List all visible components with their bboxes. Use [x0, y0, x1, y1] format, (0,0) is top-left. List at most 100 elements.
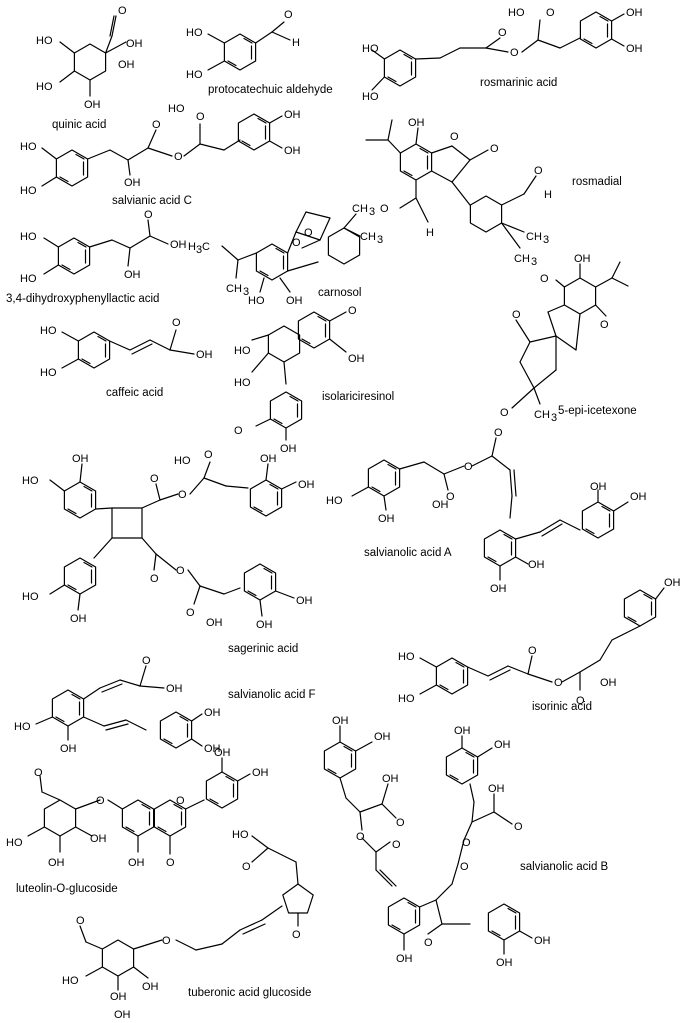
atom-label: HO [362, 91, 379, 103]
atom-label: O [150, 573, 159, 585]
compound-name-label: salvianolic acid B [520, 861, 609, 873]
atom-label: HO [234, 345, 251, 357]
atom-label: OH [196, 349, 213, 361]
atom-subscript: 3 [196, 244, 202, 256]
compound-name-label: caffeic acid [106, 387, 163, 399]
atom-label: O [172, 317, 181, 329]
structure-salvianolic-acid-b: OH OH OH O O O OH O O O OH OH OH O OH OH… [323, 715, 609, 969]
atom-label: CH [226, 283, 242, 295]
atom-label: H [188, 241, 196, 253]
atom-label: O [304, 227, 313, 239]
atom-label: OH [204, 743, 221, 755]
atom-label: O [234, 425, 243, 437]
atom-subscript: 3 [377, 234, 383, 246]
atom-label: O [356, 831, 365, 843]
atom-label: OH [408, 117, 425, 129]
atom-label: O [176, 565, 185, 577]
atom-label: OH [260, 453, 277, 465]
atom-label: O [554, 677, 563, 689]
atom-label: OH [48, 857, 65, 869]
atom-label: OH [494, 739, 511, 751]
atom-label: HO [62, 975, 79, 987]
atom-label: OH [496, 957, 513, 969]
structure-carnosol: H 3 C CH 3 HO OH O O CH 3 CH 3 carnosol [188, 203, 383, 307]
atom-label: OH [252, 767, 269, 779]
structure-salvianic-acid-c: HO HO OH O O HO O OH OH salvianic acid C [20, 103, 301, 207]
atom-label: HO [20, 273, 37, 285]
atom-label: O [144, 209, 153, 221]
atom-label: O [396, 817, 405, 829]
atom-label: O [242, 861, 251, 873]
atom-subscript: 3 [531, 256, 537, 268]
atom-label: CH [352, 203, 368, 215]
atom-label: OH [528, 559, 545, 571]
atom-label: OH [126, 38, 143, 50]
compound-name-label: salvianolic acid A [364, 547, 452, 559]
compound-name-label: rosmarinic acid [480, 77, 557, 89]
atom-label: OH [128, 857, 145, 869]
atom-label: O [162, 935, 171, 947]
atom-label: O [462, 837, 471, 849]
compound-name-label: quinic acid [52, 119, 106, 131]
atom-label: HO [174, 455, 191, 467]
atom-label: HO [22, 475, 39, 487]
atom-label: O [490, 143, 499, 155]
atom-label: OH [84, 99, 101, 111]
structure-caffeic-acid: HO HO O OH caffeic acid [40, 317, 213, 399]
atom-label: O [514, 821, 523, 833]
atom-label: HO [20, 185, 37, 197]
atom-label: OH [72, 453, 89, 465]
atom-label: O [600, 319, 609, 331]
atom-label: OH [664, 577, 681, 589]
structure-luteolin-o-glucoside: O HO OH OH O OH O O OH OH luteolin-O-glu… [6, 747, 269, 895]
atom-label: OH [574, 253, 591, 265]
atom-label: OH [204, 707, 221, 719]
atom-label: HO [6, 837, 23, 849]
atom-label: O [380, 203, 389, 215]
compound-name-label: isorinic acid [532, 701, 592, 713]
atom-label: OH [118, 59, 135, 71]
atom-label: O [186, 607, 195, 619]
atom-label: OH [296, 595, 313, 607]
atom-label: OH [378, 513, 395, 525]
atom-label: CH [514, 253, 530, 265]
atom-label: CH [526, 231, 542, 243]
atom-label: O [528, 645, 537, 657]
atom-label: OH [348, 353, 365, 365]
atom-label: OH [590, 481, 607, 493]
atom-label: HO [248, 295, 265, 307]
structure-sagerinic-acid: HO OH O O HO O OH OH HO OH O O O OH OH O… [22, 449, 315, 655]
atom-label: OH [124, 269, 141, 281]
atom-label: OH [166, 683, 183, 695]
atom-label: OH [600, 677, 617, 689]
atom-subscript: 3 [369, 206, 375, 218]
atom-label: O [34, 767, 43, 779]
structure-rosmarinic-acid: HO HO O O HO O OH OH rosmarinic acid [362, 7, 643, 103]
atom-label: O [576, 695, 585, 707]
atom-label: OH [256, 619, 273, 631]
compound-name-label: luteolin-O-glucoside [16, 883, 118, 895]
atom-label: HO [186, 27, 203, 39]
atom-label: O [512, 309, 521, 321]
atom-label: O [424, 937, 433, 949]
atom-label: HO [40, 325, 57, 337]
atom-label: O [292, 929, 301, 941]
atom-label: OH [110, 991, 127, 1003]
compound-name-label: 3,4-dihydroxyphenyllactic acid [6, 293, 159, 305]
atom-label: HO [22, 591, 39, 603]
atom-label: O [196, 111, 205, 123]
atom-label: O [494, 427, 503, 439]
atom-label: OH [70, 613, 87, 625]
atom-label: OH [534, 935, 551, 947]
atom-label: HO [20, 231, 37, 243]
atom-label: O [348, 305, 357, 317]
atom-label: HO [36, 35, 53, 47]
atom-label: O [446, 491, 455, 503]
atom-label: CH [534, 409, 550, 421]
atom-label: OH [280, 443, 297, 455]
atom-label: HO [234, 377, 251, 389]
structure-isorinic-acid: HO HO O O OH O OH isorinic acid [398, 577, 681, 713]
atom-label: OH [214, 747, 231, 759]
atom-label: OH [382, 773, 399, 785]
